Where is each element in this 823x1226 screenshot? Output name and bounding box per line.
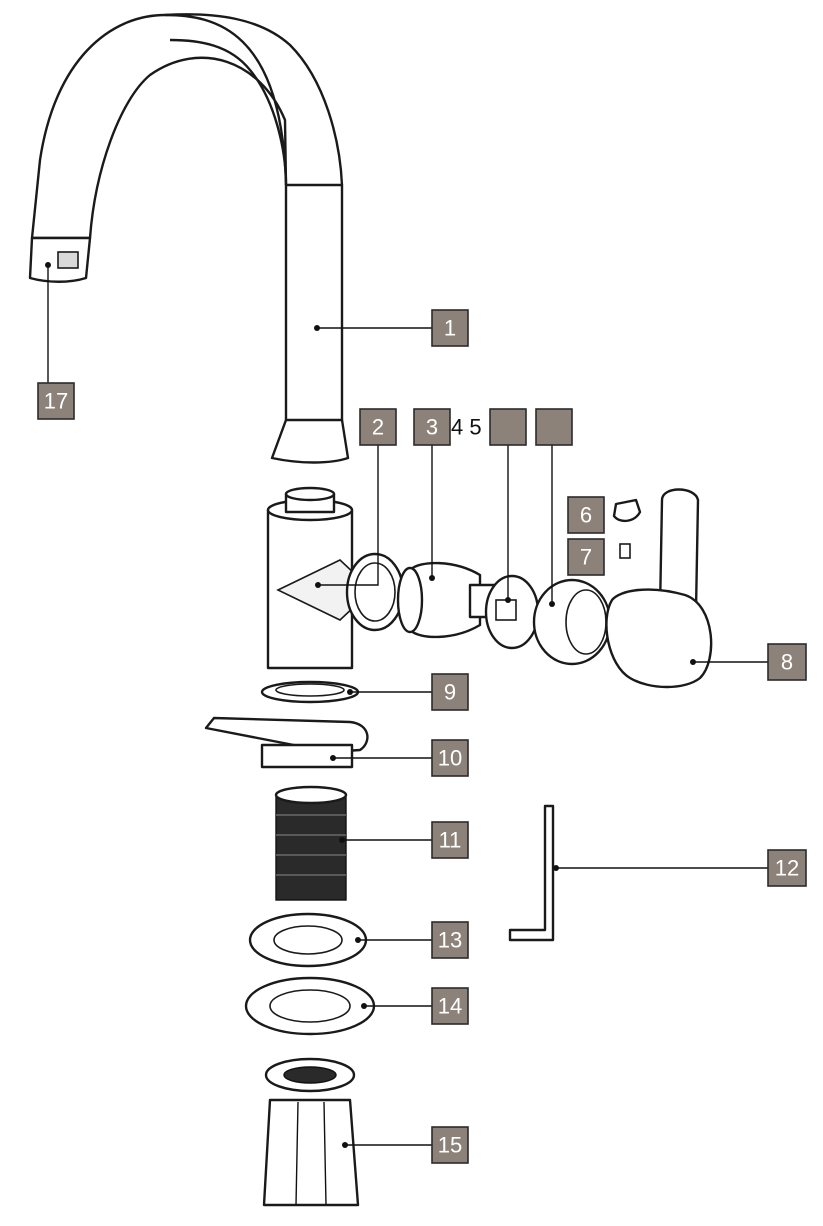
callout-5-box	[535, 408, 573, 446]
svg-text:15: 15	[438, 1133, 462, 1158]
callout-10: 10	[431, 739, 469, 777]
svg-text:9: 9	[444, 680, 456, 705]
svg-text:14: 14	[438, 994, 462, 1019]
svg-text:17: 17	[44, 389, 68, 414]
callout-4-5-label: 4 5	[451, 415, 482, 440]
steel-washer	[244, 976, 376, 1036]
handle-lever	[605, 488, 713, 689]
svg-text:10: 10	[438, 746, 462, 771]
decorative-cap	[532, 578, 612, 666]
callout-3: 3	[413, 408, 451, 446]
svg-text:6: 6	[580, 503, 592, 528]
callout-12: 12	[767, 849, 807, 887]
callout-17: 17	[37, 382, 75, 420]
handle-grub-screw	[619, 543, 631, 559]
svg-text:13: 13	[438, 928, 462, 953]
washer	[260, 680, 360, 704]
seal-ring	[345, 552, 405, 632]
callout-4-box	[489, 408, 527, 446]
cartridge	[396, 561, 502, 639]
callout-8: 8	[767, 643, 807, 681]
leader-lines	[45, 262, 768, 1148]
svg-text:7: 7	[580, 545, 592, 570]
callout-1: 1	[431, 309, 469, 347]
svg-text:8: 8	[781, 650, 793, 675]
callout-7: 7	[567, 538, 605, 576]
svg-text:12: 12	[775, 856, 799, 881]
svg-text:1: 1	[444, 316, 456, 341]
callout-9: 9	[431, 673, 469, 711]
hex-key	[508, 804, 555, 942]
threaded-shank	[274, 785, 348, 901]
callout-2: 2	[359, 408, 397, 446]
callout-15: 15	[431, 1126, 469, 1164]
svg-text:11: 11	[439, 828, 462, 853]
callout-11: 11	[431, 821, 469, 859]
spout	[30, 13, 350, 464]
handle-screw-cap	[612, 498, 642, 523]
svg-text:3: 3	[426, 415, 438, 440]
callout-6: 6	[567, 496, 605, 534]
mounting-plate	[204, 716, 369, 769]
rubber-gasket	[248, 912, 368, 968]
svg-text:2: 2	[372, 415, 384, 440]
callout-13: 13	[431, 921, 469, 959]
cartridge-nut	[484, 574, 540, 650]
callout-14: 14	[431, 987, 469, 1025]
spout-aerator	[28, 236, 92, 283]
locking-nut	[262, 1057, 360, 1207]
